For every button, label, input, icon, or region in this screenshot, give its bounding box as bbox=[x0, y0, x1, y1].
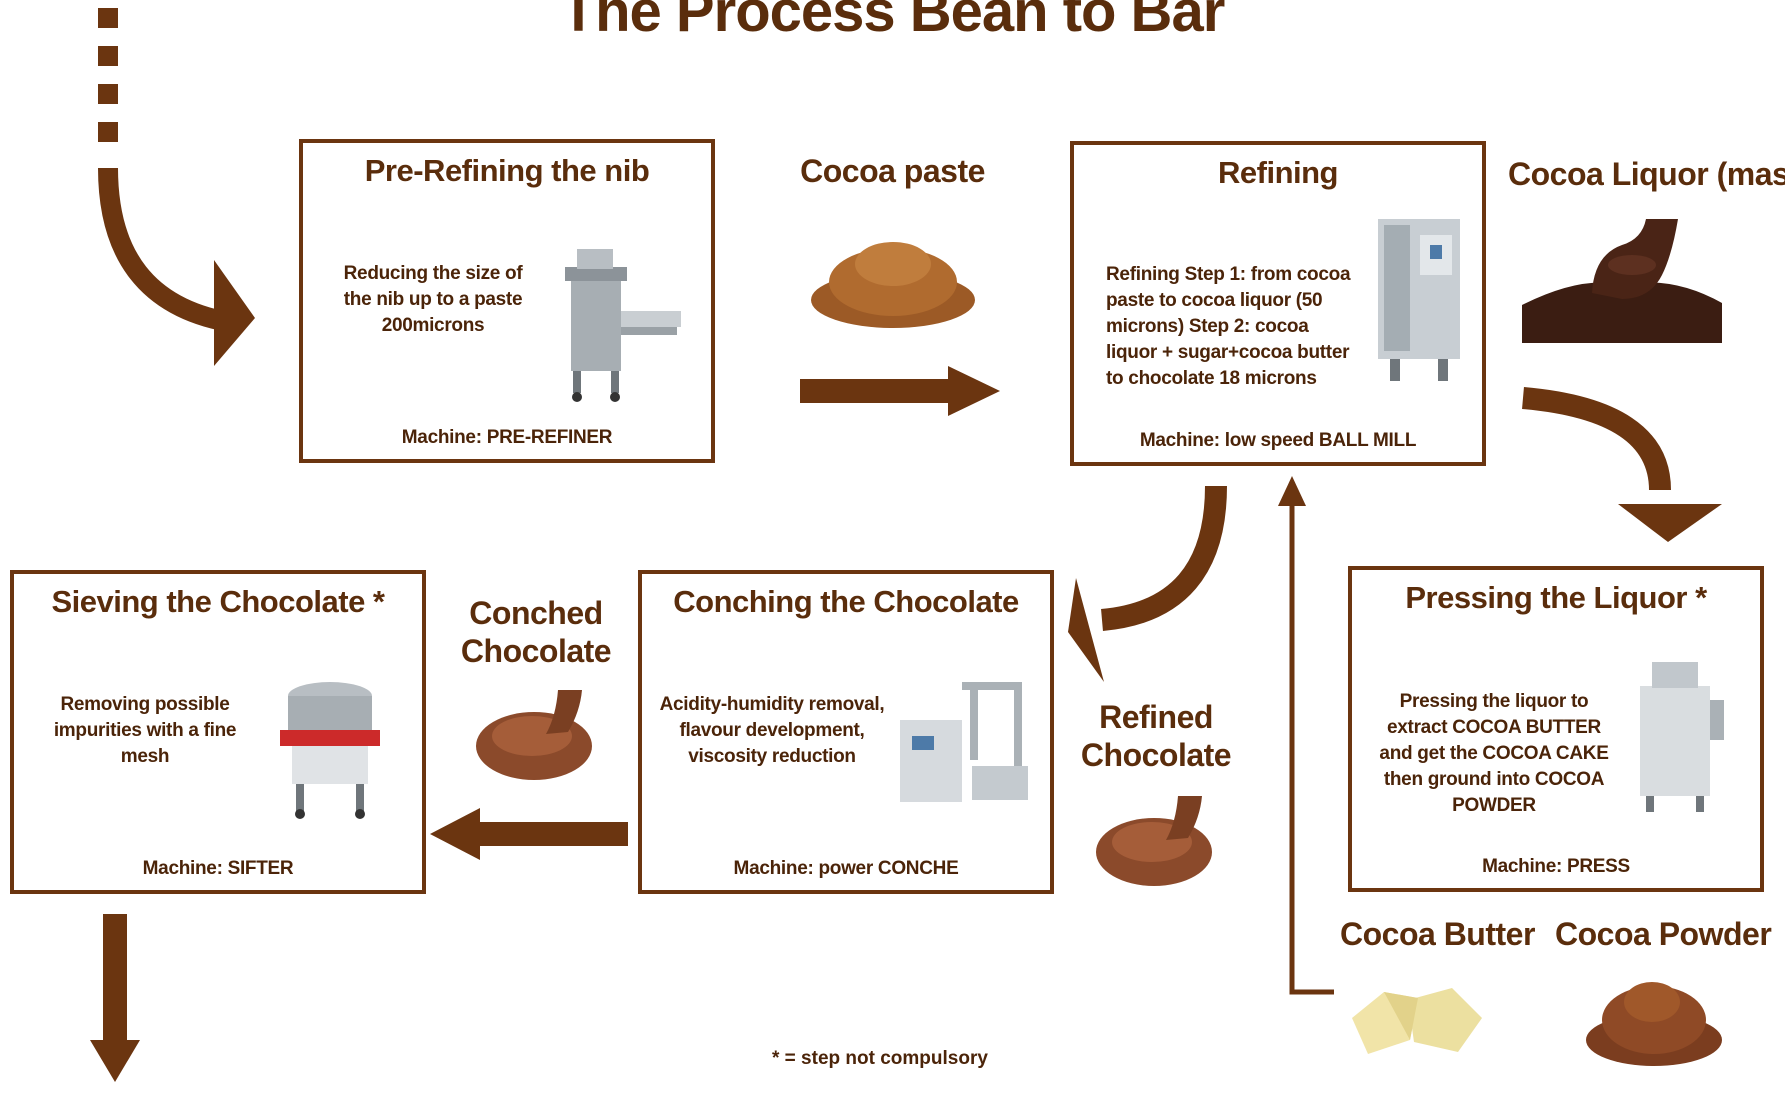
step-description: Pressing the liquor to extract COCOA BUT… bbox=[1379, 691, 1609, 816]
product-label-cocoa-powder: Cocoa Powder bbox=[1555, 916, 1772, 952]
label-line: Chocolate bbox=[460, 633, 612, 669]
curved-arrow-refining-to-conching bbox=[1068, 485, 1227, 682]
step-machine: Machine: power CONCHE bbox=[733, 858, 959, 879]
product-label-cocoa-liquor: Cocoa Liquor (mass) bbox=[1508, 156, 1785, 192]
step-refining: Refining Refining Step 1: from cocoa pas… bbox=[1070, 141, 1486, 466]
cocoa-liquor-image bbox=[1522, 219, 1722, 343]
cocoa-powder-image bbox=[1586, 982, 1722, 1066]
step-title: Refining bbox=[1218, 155, 1339, 190]
conche-machine-image bbox=[900, 682, 1028, 802]
arrow-conching-to-sieving bbox=[430, 808, 628, 860]
press-machine-image bbox=[1640, 662, 1724, 812]
ball-mill-machine-image bbox=[1378, 219, 1460, 381]
step-machine: Machine: SIFTER bbox=[142, 858, 294, 879]
step-description: Acidity-humidity removal, flavour develo… bbox=[659, 694, 885, 767]
step-pressing: Pressing the Liquor * Pressing the liquo… bbox=[1348, 566, 1764, 892]
cocoa-paste-image bbox=[811, 242, 975, 328]
arrow-down-from-sieving bbox=[90, 914, 140, 1082]
curved-arrow-into-prerefining bbox=[98, 167, 255, 366]
step-description: Removing possible impurities with a fine… bbox=[53, 694, 237, 767]
step-description: Reducing the size of the nib up to a pas… bbox=[343, 263, 523, 336]
step-sieving: Sieving the Chocolate * Removing possibl… bbox=[10, 570, 426, 894]
step-machine: Machine: low speed BALL MILL bbox=[1139, 430, 1417, 451]
label-line: Chocolate bbox=[1080, 737, 1232, 773]
product-label-cocoa-paste: Cocoa paste bbox=[800, 153, 985, 189]
footnote: * = step not compulsory bbox=[772, 1048, 988, 1069]
label-line: Refined bbox=[1099, 699, 1213, 735]
sifter-machine-image bbox=[280, 682, 380, 819]
return-arrow-butter-to-refining bbox=[1278, 476, 1334, 995]
pre-refiner-machine-image bbox=[565, 249, 681, 402]
step-title: Pre-Refining the nib bbox=[364, 153, 650, 188]
label-line: Conched bbox=[469, 595, 603, 631]
curved-arrow-liquor-to-pressing bbox=[1522, 387, 1722, 542]
step-conching: Conching the Chocolate Acidity-humidity … bbox=[638, 570, 1054, 894]
cocoa-butter-image bbox=[1352, 988, 1482, 1054]
arrow-paste-to-refining bbox=[800, 366, 1000, 416]
product-label-conched-chocolate: Conched Chocolate bbox=[456, 594, 616, 670]
step-title: Pressing the Liquor * bbox=[1405, 580, 1707, 615]
step-machine: Machine: PRE-REFINER bbox=[401, 427, 613, 448]
refined-chocolate-image bbox=[1096, 796, 1212, 886]
product-label-cocoa-butter: Cocoa Butter bbox=[1340, 916, 1535, 952]
step-description: Refining Step 1: from cocoa paste to coc… bbox=[1106, 264, 1351, 389]
step-title: Sieving the Chocolate * bbox=[51, 584, 385, 619]
page-title: The Process Bean to Bar bbox=[560, 0, 1226, 44]
product-label-refined-chocolate: Refined Chocolate bbox=[1076, 698, 1236, 774]
dotted-connector bbox=[98, 8, 118, 142]
conched-chocolate-image bbox=[476, 690, 592, 780]
step-machine: Machine: PRESS bbox=[1482, 856, 1630, 877]
step-title: Conching the Chocolate bbox=[673, 584, 1019, 619]
step-prerefining: Pre-Refining the nib Reducing the size o… bbox=[299, 139, 715, 463]
